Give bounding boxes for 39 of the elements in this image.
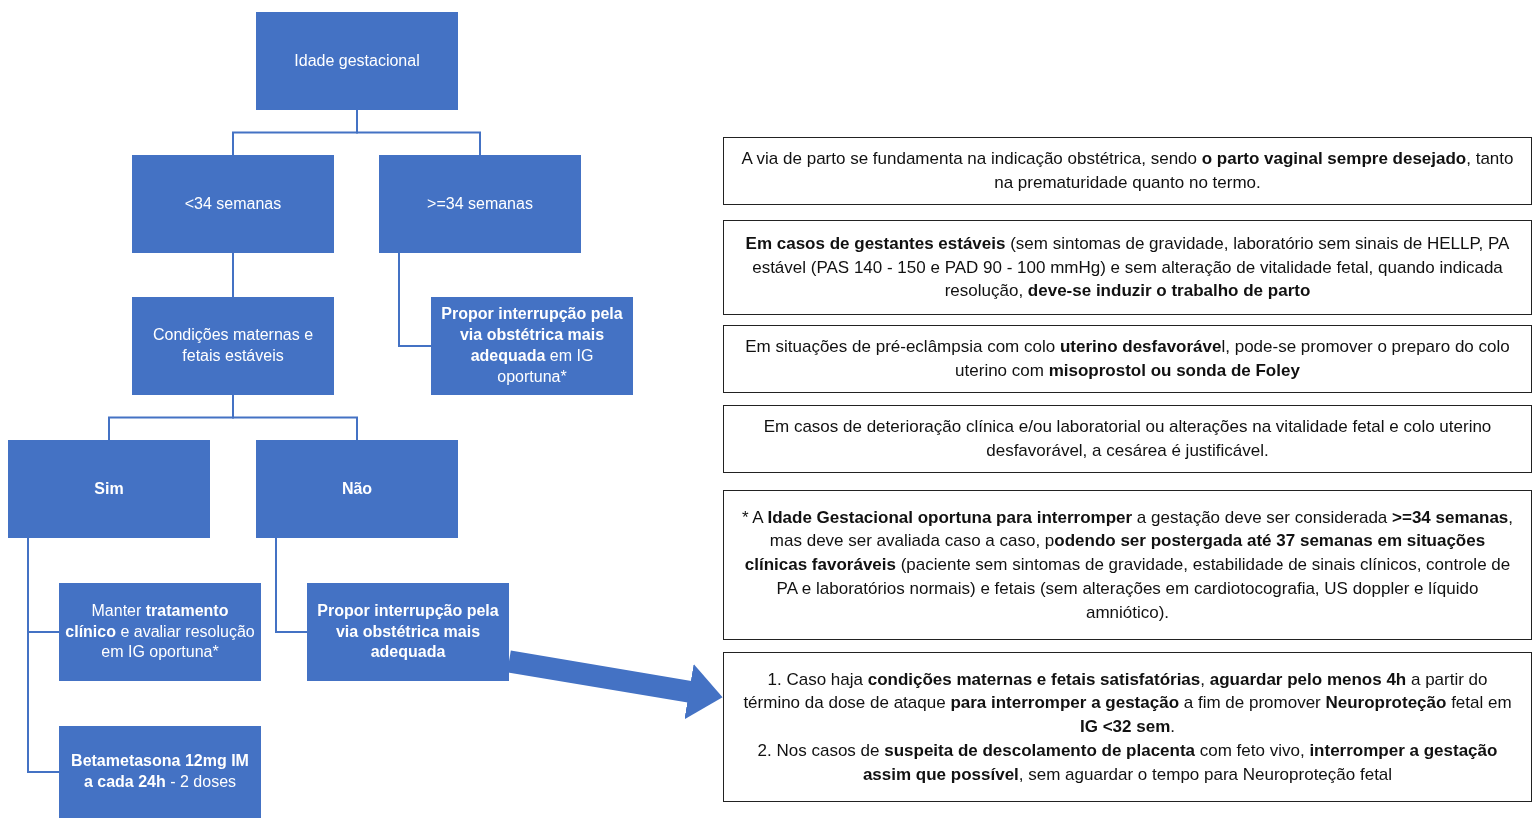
process-box [8, 440, 210, 538]
note-box [723, 405, 1532, 473]
process-box [132, 155, 334, 253]
connector-line [356, 109, 481, 156]
connector-line [27, 537, 60, 773]
note-text: Em casos de deterioração clínica e/ou laboratorial ou alterações na vitalidade fetal e colo uterino desfavorável, a cesárea é justificável. [762, 416, 1493, 462]
note-text: Em casos de gestantes estáveis (sem sintomas de gravidade, laboratório sem sinais de HELLP, PA estável (PAS 140 - 150 e PAD 90 - 100 mmHg) e sem alteração de vitalidade fetal, quando indicada resolução, deve-se induzir o trabalho de parto [744, 232, 1511, 303]
box-label: Sim [94, 478, 124, 499]
process-box [256, 12, 458, 110]
process-box [59, 726, 261, 818]
box-label: >=34 semanas [427, 193, 533, 214]
process-box [132, 297, 334, 395]
box-label: Idade gestacional [294, 50, 420, 71]
process-box [431, 297, 633, 395]
connector-line [232, 394, 358, 441]
note-text: 2. Nos casos de suspeita de descolamento de placenta com feto vivo, interromper a gestação assim que possível, sem aguardar o tempo para Neuroproteção fetal [756, 739, 1499, 786]
box-label: Manter tratamento clínico e avaliar resolução em IG oportuna* [65, 600, 255, 663]
process-box [379, 155, 581, 253]
box-label: Betametasona 12mg IM a cada 24h - 2 doses [70, 751, 250, 792]
note-box [723, 652, 1532, 802]
note-text: 1. Caso haja condições maternas e fetais satisfatórias, aguardar pelo menos 4h a partir do término da dose de ataque para interromper a gestação a fim de promover Neuroproteção fetal em IG <32 sem. [742, 668, 1513, 739]
box-label: Propor interrupção pela via obstétrica mais adequada [316, 600, 500, 663]
box-label: Não [341, 478, 373, 499]
note-text: * A Idade Gestacional oportuna para interromper a gestação deve ser considerada >=34 semanas, mas deve ser avaliada caso a caso, podendo ser postergada até 37 semanas em situações clínicas favoráveis (paciente sem sintomas de gravidade, estabilidade de sinais clínicos, controle de PA e laboratórios normais) e fetais (sem alterações em cardiotocografia, US doppler e líquido amniótico). [740, 506, 1515, 624]
connector-line [275, 537, 308, 633]
note-box [723, 490, 1532, 640]
box-label: Condições maternas e fetais estáveis [151, 325, 315, 366]
connector-line [232, 252, 234, 298]
process-box [307, 583, 509, 681]
process-box [256, 440, 458, 538]
note-text: Em situações de pré-eclâmpsia com colo uterino desfavorável, pode-se promover o preparo do colo uterino com misoprostol ou sonda de Foley [744, 336, 1511, 382]
connector-line [398, 252, 432, 347]
note-box [723, 137, 1532, 205]
note-text: A via de parto se fundamenta na indicação obstétrica, sendo o parto vaginal sempre desejado, tanto na prematuridade quanto no termo. [740, 148, 1515, 194]
note-box [723, 220, 1532, 315]
process-box [59, 583, 261, 681]
box-label: Propor interrupção pela via obstétrica mais adequada em IG oportuna* [440, 304, 624, 387]
note-box [723, 325, 1532, 393]
box-label: <34 semanas [184, 193, 282, 214]
